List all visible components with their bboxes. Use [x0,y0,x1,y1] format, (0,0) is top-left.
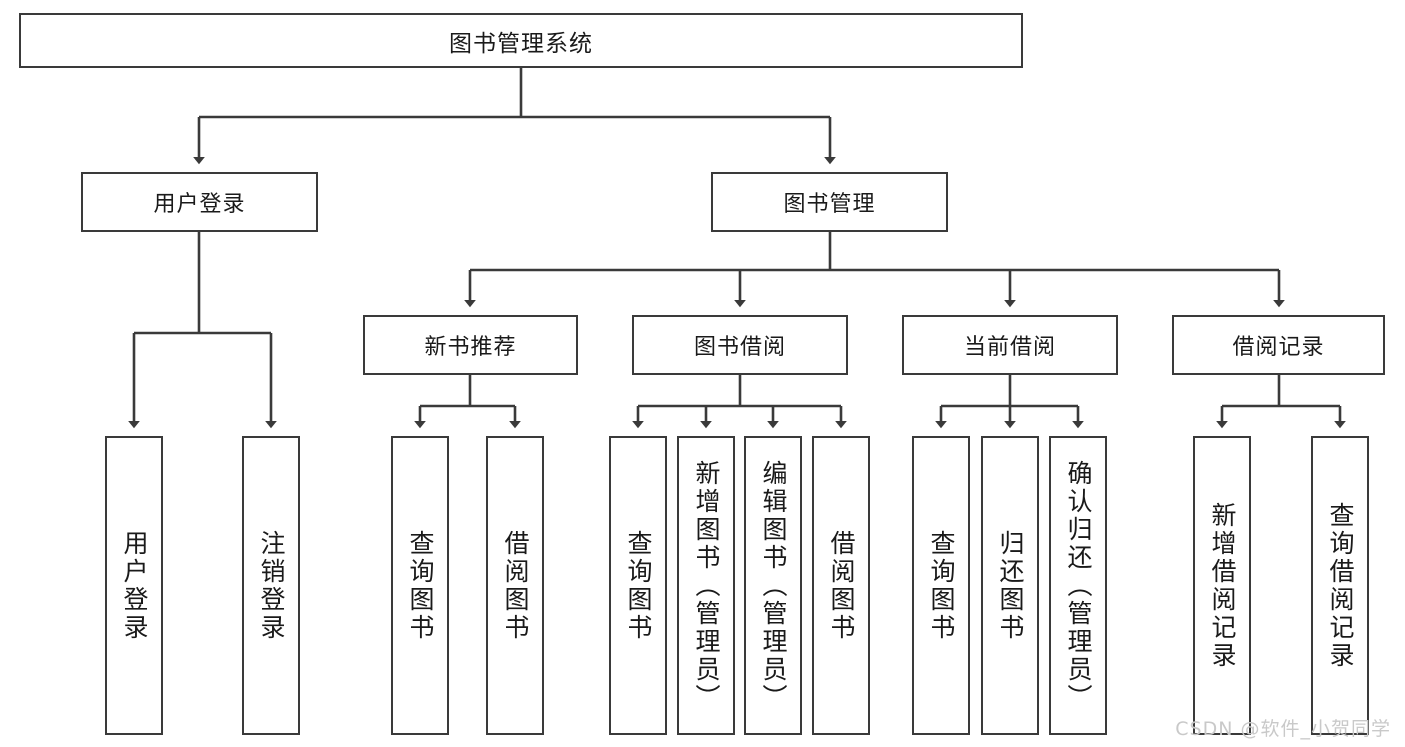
node-label: 借阅记录 [1232,335,1325,360]
leaf-user-login-logout[interactable]: 注销登录 [242,436,300,735]
leaf-current-borrow-return[interactable]: 归还图书 [981,436,1039,735]
node-borrow-record[interactable]: 借阅记录 [1172,315,1385,375]
node-label: 归还图书 [996,529,1025,642]
node-label: 查询图书 [927,529,956,642]
leaf-user-login-login[interactable]: 用户登录 [105,436,163,735]
leaf-book-borrow-add[interactable]: 新增图书（管理员） [677,436,735,735]
node-label: 查询图书 [406,529,435,642]
node-label: 新增借阅记录 [1208,501,1237,670]
node-new-book-recommend[interactable]: 新书推荐 [363,315,578,375]
node-label: 新书推荐 [424,335,517,360]
node-label: 新增图书（管理员） [692,459,721,712]
node-label: 借阅图书 [501,529,530,642]
node-user-login[interactable]: 用户登录 [81,172,318,232]
node-label: 图书管理系统 [449,30,593,57]
leaf-current-borrow-query[interactable]: 查询图书 [912,436,970,735]
leaf-borrow-record-add[interactable]: 新增借阅记录 [1193,436,1251,735]
node-current-borrow[interactable]: 当前借阅 [902,315,1118,375]
leaf-new-book-borrow[interactable]: 借阅图书 [486,436,544,735]
node-label: 用户登录 [120,529,149,642]
node-label: 确认归还（管理员） [1064,459,1093,712]
node-label: 用户登录 [153,192,246,217]
node-label: 借阅图书 [827,529,856,642]
node-book-management[interactable]: 图书管理 [711,172,948,232]
leaf-current-borrow-confirm-return[interactable]: 确认归还（管理员） [1049,436,1107,735]
leaf-book-borrow-query[interactable]: 查询图书 [609,436,667,735]
leaf-book-borrow-edit[interactable]: 编辑图书（管理员） [744,436,802,735]
node-label: 查询图书 [624,529,653,642]
node-label: 图书借阅 [693,335,786,360]
csdn-watermark: CSDN @软件_小贺同学 [1175,718,1391,740]
leaf-book-borrow-borrow[interactable]: 借阅图书 [812,436,870,735]
node-book-borrow[interactable]: 图书借阅 [632,315,848,375]
node-label: 查询借阅记录 [1326,501,1355,670]
leaf-new-book-query[interactable]: 查询图书 [391,436,449,735]
node-label: 编辑图书（管理员） [759,459,788,712]
leaf-borrow-record-query[interactable]: 查询借阅记录 [1311,436,1369,735]
node-label: 图书管理 [783,192,876,217]
node-label: 注销登录 [257,529,286,642]
node-label: 当前借阅 [963,335,1056,360]
node-root-book-management-system[interactable]: 图书管理系统 [19,13,1023,68]
